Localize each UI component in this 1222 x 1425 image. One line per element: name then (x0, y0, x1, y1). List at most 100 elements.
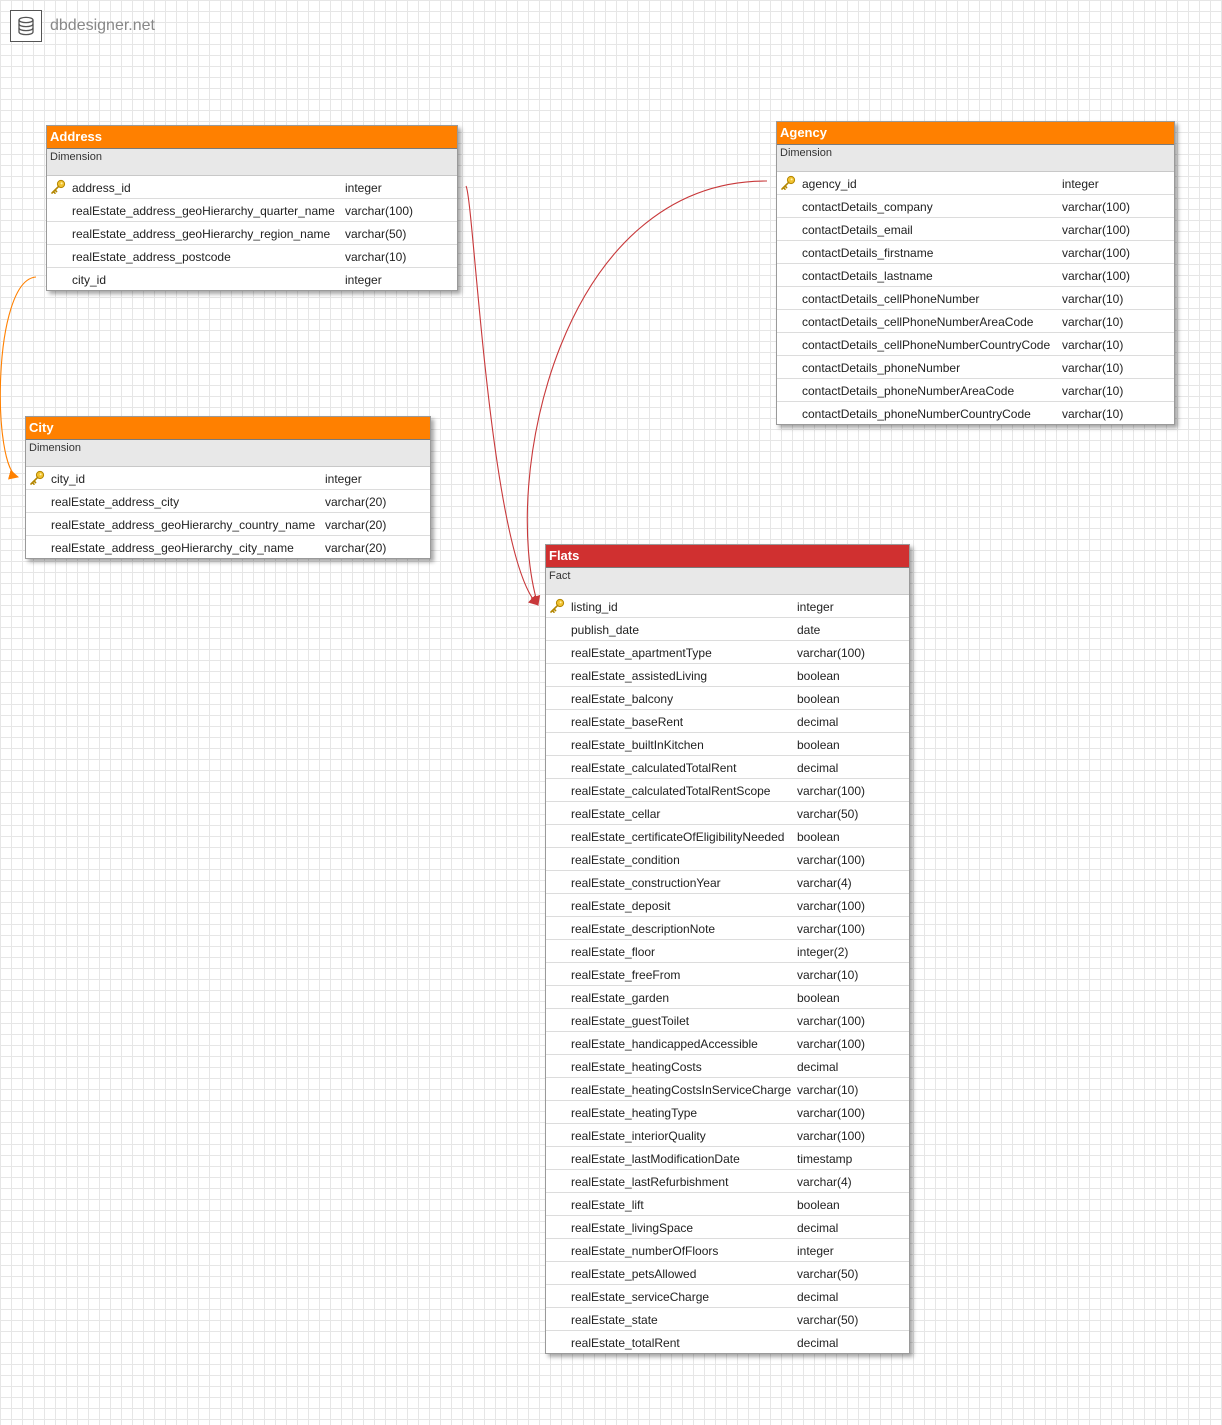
field-type: varchar(100) (797, 853, 866, 867)
field-name: address_id (72, 181, 131, 195)
field-type: varchar(10) (797, 968, 859, 982)
field-name: contactDetails_cellPhoneNumber (802, 292, 980, 306)
field-row[interactable]: contactDetails_cellPhoneNumberCountryCod… (777, 333, 1174, 356)
field-name: realEstate_calculatedTotalRent (571, 761, 737, 775)
field-type: varchar(100) (797, 646, 866, 660)
field-name: realEstate_apartmentType (571, 646, 712, 660)
field-row[interactable]: realEstate_certificateOfEligibilityNeede… (546, 825, 909, 848)
field-row[interactable]: realEstate_address_geoHierarchy_region_n… (47, 222, 457, 245)
field-name: realEstate_garden (571, 991, 670, 1005)
field-name: contactDetails_phoneNumber (802, 361, 961, 375)
field-type: varchar(10) (1062, 315, 1124, 329)
field-type: decimal (797, 1060, 839, 1074)
field-type: integer (325, 472, 362, 486)
field-name: contactDetails_company (802, 200, 933, 214)
field-row[interactable]: realEstate_address_geoHierarchy_quarter_… (47, 199, 457, 222)
field-type: boolean (797, 669, 840, 683)
field-row[interactable]: contactDetails_cellPhoneNumber varchar(10… (777, 287, 1174, 310)
field-name: realEstate_address_geoHierarchy_region_n… (72, 227, 331, 241)
field-type: varchar(100) (797, 1014, 866, 1028)
field-type: varchar(100) (1062, 223, 1131, 237)
field-row[interactable]: realEstate_apartmentType varchar(100) (546, 641, 909, 664)
link-address-city-to-city[interactable] (0, 276, 37, 480)
field-type: varchar(100) (797, 1129, 866, 1143)
table-title: City (26, 417, 430, 440)
field-name: realEstate_interiorQuality (571, 1129, 706, 1143)
field-type: integer (345, 273, 382, 287)
field-row[interactable]: city_id integer (47, 268, 457, 290)
field-type: varchar(10) (1062, 292, 1124, 306)
field-row[interactable]: realEstate_interiorQuality varchar(100) (546, 1124, 909, 1147)
field-type: varchar(10) (345, 250, 407, 264)
table-title: Flats (546, 545, 909, 568)
field-name: realEstate_baseRent (571, 715, 684, 729)
brand-logo[interactable]: dbdesigner.net (10, 10, 155, 42)
link-address-to-flats[interactable] (465, 185, 539, 606)
field-row[interactable]: realEstate_address_geoHierarchy_city_nam… (26, 536, 430, 558)
field-type: boolean (797, 692, 840, 706)
field-type: boolean (797, 738, 840, 752)
field-name: realEstate_address_geoHierarchy_country_… (51, 518, 316, 532)
field-type: varchar(100) (797, 784, 866, 798)
link-agency-to-flats[interactable] (526, 180, 768, 606)
field-type: varchar(100) (1062, 269, 1131, 283)
field-name: city_id (72, 273, 107, 287)
field-type: integer (797, 600, 834, 614)
field-type: varchar(50) (797, 1313, 859, 1327)
field-row[interactable]: realEstate_address_geoHierarchy_country_… (26, 513, 430, 536)
field-type: varchar(20) (325, 518, 387, 532)
field-name: realEstate_address_city (51, 495, 180, 509)
table-title: Agency (777, 122, 1174, 145)
field-type: varchar(50) (797, 1267, 859, 1281)
field-name: realEstate_certificateOfEligibilityNeede… (571, 830, 785, 844)
field-name: realEstate_constructionYear (571, 876, 721, 890)
